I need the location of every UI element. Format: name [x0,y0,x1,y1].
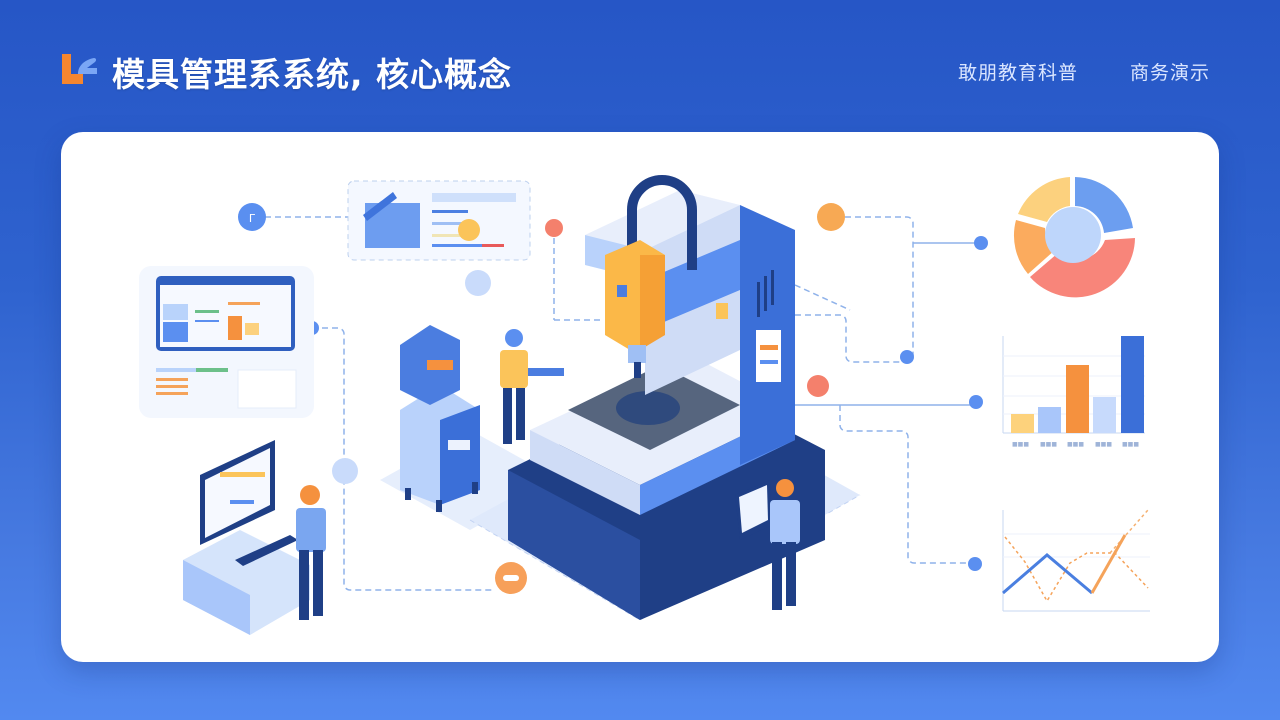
illustration-card: Γ [61,132,1219,662]
category-tag-business: 商务演示 [1130,62,1211,84]
slide-title: 模具管理系系统, 核心概念 [112,55,513,94]
svg-text:■■■: ■■■ [1122,441,1139,448]
mold-machine [508,175,825,620]
mold-management-illustration: Γ [139,175,1150,635]
category-tag-education: 敢朋教育科普 [958,62,1079,84]
node-light-2 [332,458,358,484]
node-light-1 [465,270,491,296]
svg-text:■■■: ■■■ [1040,441,1057,448]
donut-chart [1013,177,1135,298]
node-orange-1 [817,203,845,231]
svg-text:■■■: ■■■ [1067,441,1084,448]
control-cabinet [400,325,480,512]
worker-inspecting [500,329,564,444]
slide-header: 模具管理系系统, 核心概念 敢朋教育科普 商务演示 [0,0,1280,130]
dashboard-panel [139,266,314,418]
desk-workstation [183,440,326,635]
node-coral-2 [807,375,829,397]
node-blue-3 [900,350,914,364]
bar-chart: ■■■ ■■■ ■■■ ■■■ ■■■ [1002,336,1145,448]
svg-text:Γ: Γ [249,212,256,225]
node-coral-1 [545,219,563,237]
svg-text:■■■: ■■■ [1012,441,1029,448]
node-blue-2 [974,236,988,250]
svg-text:■■■: ■■■ [1095,441,1112,448]
node-blue-5 [968,557,982,571]
line-chart [1002,509,1150,612]
node-blue-1 [238,203,266,231]
worker-with-tablet [735,479,800,610]
mold-blueprint-card [347,180,531,261]
mold-system-logo-icon [62,54,97,84]
node-blue-4 [969,395,983,409]
